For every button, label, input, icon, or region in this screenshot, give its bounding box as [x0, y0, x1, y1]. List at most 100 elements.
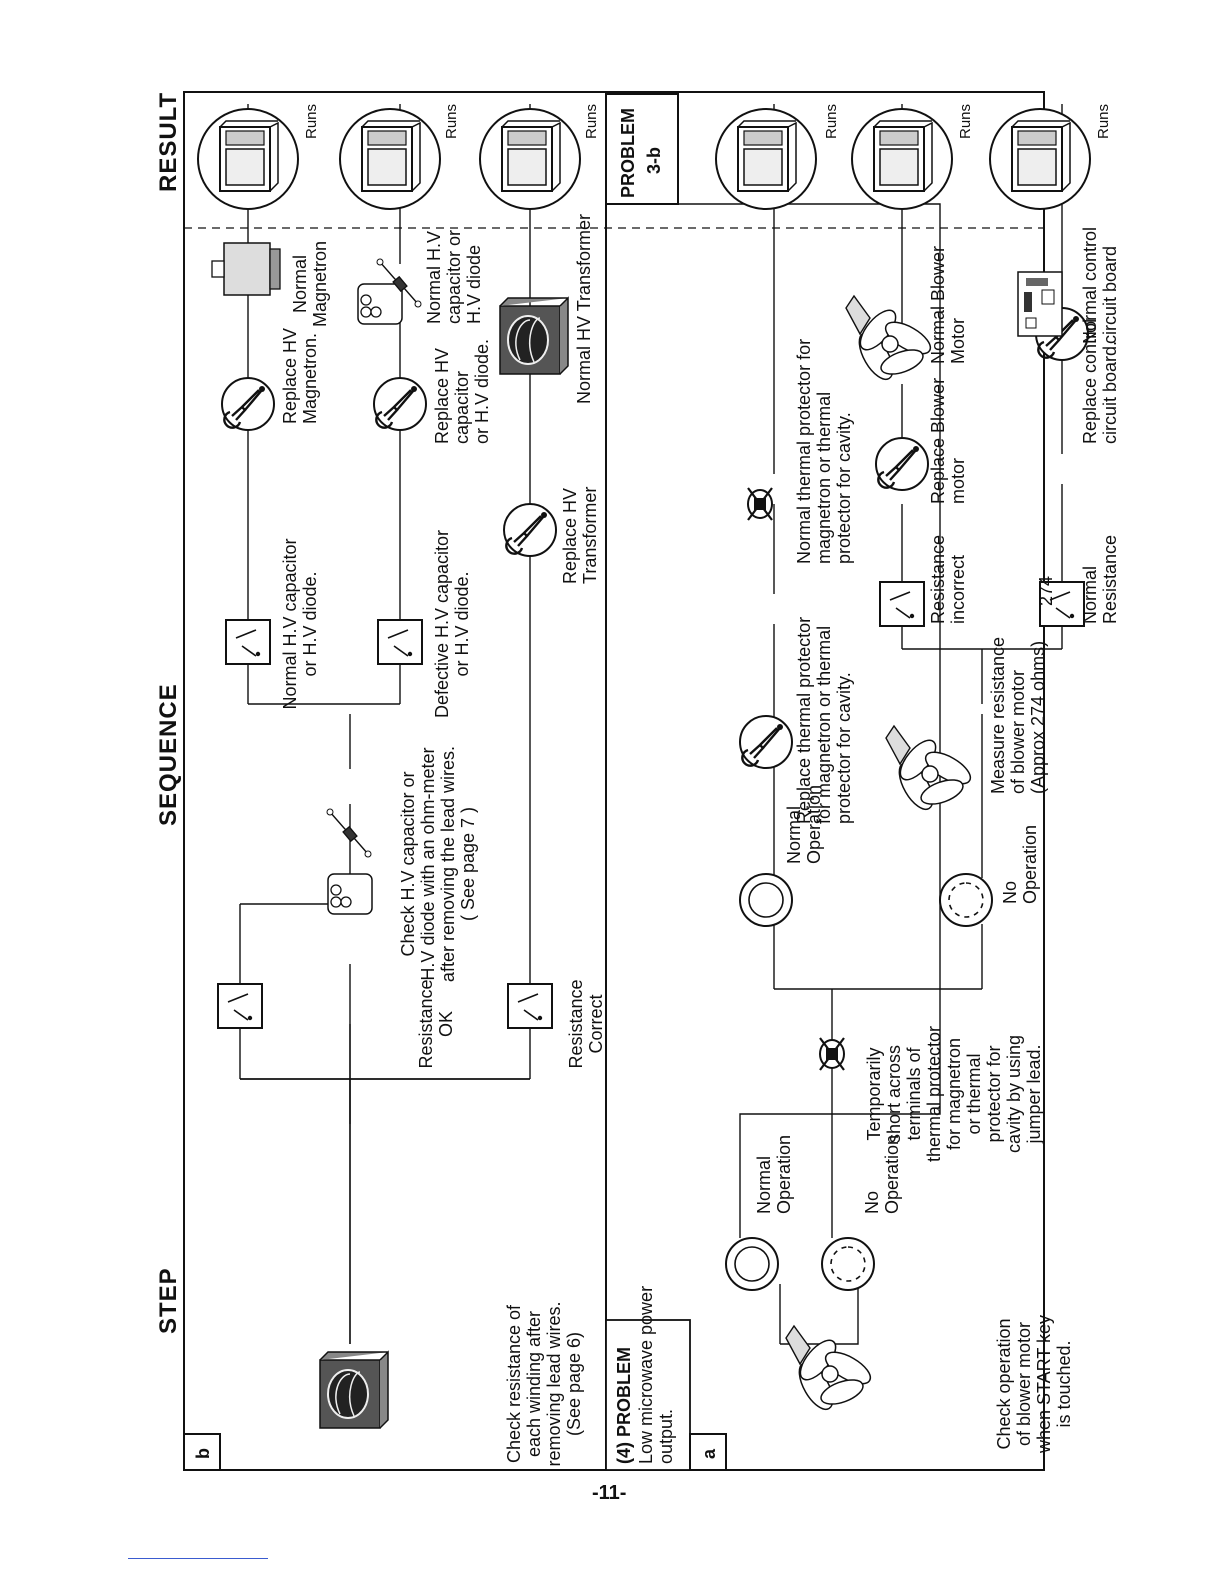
svg-text:circuit board: circuit board	[1100, 246, 1120, 344]
problem-box	[605, 1319, 691, 1471]
svg-text:cavity by using: cavity by using	[1004, 1035, 1024, 1153]
blower-motor-icon	[885, 725, 976, 816]
svg-text:Defective H.V capacitor: Defective H.V capacitor	[432, 530, 452, 718]
svg-text:Normal thermal protector for: Normal thermal protector for	[794, 339, 814, 564]
normal-operation-label: Normal Operation	[754, 1135, 794, 1214]
replace-transformer-label: Replace HV Transformer	[560, 487, 600, 584]
svg-text:protector for cavity.: protector for cavity.	[834, 412, 854, 564]
normal-hv-label: Normal H.V capacitor or H.V diode.	[280, 538, 320, 709]
svg-text:capacitor or: capacitor or	[444, 230, 464, 324]
operation-stopped-icon	[821, 1237, 875, 1291]
blower-motor-icon	[785, 1325, 876, 1416]
runs-label: Runs	[957, 104, 974, 139]
svg-text:Transformer: Transformer	[580, 487, 600, 584]
b-start-label: Check resistance of each winding after r…	[504, 1301, 584, 1466]
svg-text:terminals of: terminals of	[904, 1046, 924, 1140]
blower-motor-icon	[845, 295, 936, 386]
svg-text:Normal control: Normal control	[1080, 227, 1100, 344]
replace-capacitor-label: Replace HV capacitor or H.V diode.	[432, 339, 492, 444]
normal-operation-label: Normal Operation	[784, 785, 824, 864]
svg-text:protector for: protector for	[984, 1045, 1004, 1142]
wrench-icon	[875, 437, 929, 491]
ohmmeter-icon	[507, 983, 553, 1029]
svg-text:No: No	[862, 1191, 882, 1214]
svg-text:Check resistance of: Check resistance of	[504, 1304, 524, 1463]
svg-text:or H.V diode.: or H.V diode.	[472, 339, 492, 444]
svg-text:is touched.: is touched.	[1054, 1340, 1074, 1427]
runs-label: Runs	[303, 104, 320, 139]
svg-text:capacitor: capacitor	[452, 371, 472, 444]
ohmmeter-icon	[879, 581, 925, 627]
normal-transformer-label: Normal HV Transformer	[574, 214, 594, 404]
svg-text:( See page 7 ): ( See page 7 )	[458, 807, 478, 921]
svg-text:removing lead wires.: removing lead wires.	[544, 1301, 564, 1466]
section-a-badge-label: a	[699, 1448, 719, 1459]
svg-text:No: No	[1000, 881, 1020, 904]
svg-text:Replace HV: Replace HV	[280, 328, 300, 424]
svg-text:each winding after: each winding after	[524, 1311, 544, 1457]
normal-resistance-label: Normal Resistance	[1080, 535, 1120, 624]
problem-title: (4) PROBLEM	[614, 1347, 634, 1464]
svg-text:Replace control: Replace control	[1080, 319, 1100, 444]
svg-text:incorrect: incorrect	[948, 555, 968, 624]
operation-normal-icon	[725, 1237, 779, 1291]
ref-code: 3-b	[644, 147, 664, 174]
svg-text:Resistance: Resistance	[566, 979, 586, 1068]
svg-text:(Approx 274 ohms): (Approx 274 ohms)	[1028, 641, 1048, 794]
microwave-runs-icon	[197, 108, 299, 210]
microwave-runs-icon	[851, 108, 953, 210]
svg-text:Check operation: Check operation	[994, 1318, 1014, 1449]
defective-hv-label: Defective H.V capacitor or H.V diode.	[432, 530, 472, 718]
resistance-ok-label: Resistance OK	[416, 979, 456, 1068]
resistance-incorrect-label: Resistance incorrect	[928, 535, 968, 624]
microwave-runs-icon	[339, 108, 441, 210]
svg-text:Operation: Operation	[882, 1135, 902, 1214]
microwave-runs-icon	[479, 108, 581, 210]
svg-text:Replace thermal protector: Replace thermal protector	[794, 617, 814, 824]
section-a-badge	[689, 1433, 727, 1471]
svg-text:Resistance: Resistance	[1100, 535, 1120, 624]
measure-resistance-label: Measure resistance of blower motor (Appr…	[988, 637, 1048, 794]
svg-text:thermal protector: thermal protector	[924, 1026, 944, 1162]
runs-label: Runs	[823, 104, 840, 139]
wrench-icon	[503, 503, 557, 557]
svg-text:(See page 6): (See page 6)	[564, 1332, 584, 1436]
svg-text:Replace HV: Replace HV	[560, 488, 580, 584]
microwave-runs-icon	[989, 108, 1091, 210]
control-board-icon	[1017, 271, 1063, 337]
ohmmeter-icon	[217, 983, 263, 1029]
no-operation-label: No Operation	[1000, 825, 1040, 904]
svg-text:H.V diode with an ohm-meter: H.V diode with an ohm-meter	[418, 747, 438, 980]
svg-text:or H.V diode.: or H.V diode.	[452, 571, 472, 676]
transformer-icon	[499, 297, 569, 375]
section-b-badge	[183, 1433, 221, 1471]
svg-text:Replace HV: Replace HV	[432, 348, 452, 444]
footer-rule	[128, 1558, 268, 1559]
svg-text:Measure resistance: Measure resistance	[988, 637, 1008, 794]
thermal-protector-icon	[818, 1036, 846, 1072]
replace-thermal-label: Replace thermal protector for magnetron …	[794, 617, 854, 824]
ohmmeter-274-icon: 274	[1036, 576, 1085, 627]
ohmmeter-icon	[225, 619, 271, 665]
replace-blower-label: Replace Blower motor	[928, 378, 968, 504]
resistance-correct-label: Resistance Correct	[566, 979, 606, 1068]
svg-text:after removing the lead wires.: after removing the lead wires.	[438, 746, 458, 982]
replace-magnetron-label: Replace HV Magnetron.	[280, 328, 320, 424]
transformer-icon	[319, 1351, 389, 1429]
problem-desc-line: Low microwave power	[636, 1286, 656, 1464]
a-start-label: Check operation of blower motor when STA…	[994, 1315, 1074, 1454]
meter-value: 274	[1036, 576, 1056, 606]
svg-text:OK: OK	[436, 1011, 456, 1037]
replace-control-label: Replace control circuit board.	[1080, 319, 1120, 444]
svg-text:Resistance: Resistance	[416, 979, 436, 1068]
svg-text:motor: motor	[948, 458, 968, 504]
normal-control-label: Normal control circuit board	[1080, 227, 1120, 344]
normal-magnetron-label: Normal Magnetron	[290, 241, 330, 327]
svg-text:Normal: Normal	[754, 1156, 774, 1214]
svg-text:of blower motor: of blower motor	[1008, 670, 1028, 794]
svg-text:of blower motor: of blower motor	[1014, 1322, 1034, 1446]
svg-text:Operation: Operation	[1020, 825, 1040, 904]
runs-label: Runs	[443, 104, 460, 139]
normal-capacitor-label: Normal H.V capacitor or H.V diode	[424, 230, 484, 324]
